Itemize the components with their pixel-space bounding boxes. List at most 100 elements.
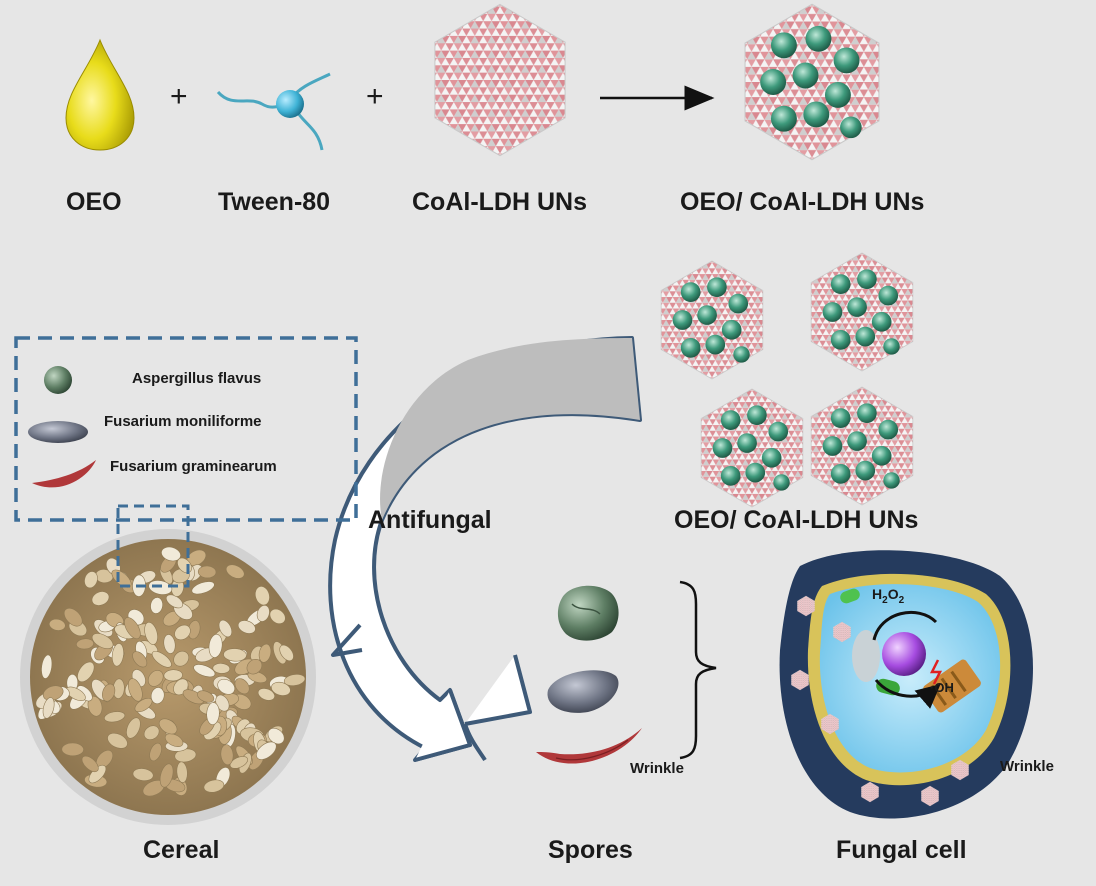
cereal-grain <box>163 634 176 654</box>
cereal-grain <box>149 742 162 762</box>
cereal-grain <box>61 742 84 757</box>
cereal-grain <box>237 620 256 634</box>
cereal-grain <box>41 654 53 679</box>
cereal-grain <box>159 763 174 788</box>
cereal-grain <box>124 617 141 640</box>
wrinkle-spores-label: Wrinkle <box>630 760 684 777</box>
cereal-grain <box>143 725 160 740</box>
cereal-grain <box>77 661 95 683</box>
cereal-grain <box>212 663 231 674</box>
spores-label: Spores <box>548 836 633 864</box>
cereal-grain <box>76 638 94 650</box>
hydroxyl-radical-label: ·OH <box>930 680 954 695</box>
cereal-grain <box>126 717 141 739</box>
cereal-grain <box>164 733 184 747</box>
cereal-grain <box>158 718 178 735</box>
oeo-label: OEO <box>66 188 122 216</box>
wrinkled-graminearum-spore-icon <box>536 728 642 764</box>
cereal-grain <box>132 768 154 782</box>
cereal-grain <box>234 678 250 695</box>
h2o2-label: H2O2 <box>872 586 905 606</box>
cereal-grain <box>173 650 190 667</box>
wrinkle-cell-label: Wrinkle <box>1000 758 1054 775</box>
cereal-grain <box>258 643 272 663</box>
cereal-grain <box>256 741 277 760</box>
cereal-grain <box>63 607 83 627</box>
cereal-grain <box>102 683 116 702</box>
cereal-grain <box>91 633 114 649</box>
cereal-grain <box>217 678 236 695</box>
coal-ldh-label: CoAl-LDH UNs <box>412 188 587 216</box>
cereal-grain <box>165 594 184 609</box>
cereal-grain <box>107 732 128 749</box>
cereal-grain <box>134 697 153 713</box>
cereal-label: Cereal <box>143 836 220 864</box>
cereal-grain <box>182 689 205 705</box>
cereal-grain <box>246 658 263 675</box>
cereal-grain <box>267 727 285 745</box>
cereal-grain <box>225 564 245 579</box>
oeo-ldh-middle-label: OEO/ CoAl-LDH UNs <box>674 506 919 534</box>
cereal-grain <box>176 761 188 783</box>
cereal-grain <box>269 608 286 625</box>
cereal-grain <box>279 644 294 662</box>
oeo-ldh-product-label: OEO/ CoAl-LDH UNs <box>680 188 925 216</box>
cereal-grain <box>229 756 249 769</box>
tween-80-molecule-icon <box>216 72 331 151</box>
cereal-grain <box>147 670 164 687</box>
antifungal-curved-arrow <box>328 336 642 762</box>
cereal-grain <box>223 648 247 662</box>
legend-moniliforme-label: Fusarium moniliforme <box>104 413 262 430</box>
fungal-cell-illustration <box>779 550 1033 819</box>
cereal-grain <box>151 650 172 668</box>
cereal-grain <box>150 687 165 705</box>
cereal-grain <box>220 744 234 766</box>
plus-sign-1: + <box>170 80 188 113</box>
aspergillus-flavus-icon <box>44 366 72 394</box>
cereal-grain <box>203 779 225 793</box>
legend-dashed-box <box>14 336 358 522</box>
cereal-grain <box>193 664 216 678</box>
cereal-grain <box>91 591 110 606</box>
cereal-grain <box>150 597 163 614</box>
fusarium-moniliforme-icon <box>28 421 88 443</box>
fungal-cell-label: Fungal cell <box>836 836 967 864</box>
cereal-grain <box>174 624 191 641</box>
grouping-brace <box>679 580 717 760</box>
cereal-grain <box>256 604 270 622</box>
oeo-ldh-nanosheets-group <box>660 252 914 508</box>
cereal-grain <box>271 681 291 696</box>
cereal-grain <box>191 581 215 595</box>
cereal-grain <box>87 695 103 717</box>
cereal-grain <box>84 571 98 589</box>
wrinkled-moniliforme-spore-icon <box>547 670 619 713</box>
cereal-grain <box>218 619 233 638</box>
cereal-dish-image <box>20 529 316 825</box>
tween-80-label: Tween-80 <box>218 188 331 216</box>
legend-aspergillus-label: Aspergillus flavus <box>132 370 262 387</box>
oil-drop-icon <box>65 38 135 151</box>
cereal-grain <box>254 586 270 606</box>
cereal-grain <box>132 651 148 668</box>
cereal-grain <box>127 678 143 702</box>
cereal-grain <box>206 702 220 725</box>
antifungal-label: Antifungal <box>368 506 492 534</box>
zoom-dashed-box <box>116 504 190 588</box>
legend-graminearum-label: Fusarium graminearum <box>110 458 277 475</box>
wrinkled-aspergillus-spore-icon <box>557 585 619 641</box>
cereal-grain <box>42 685 64 701</box>
oeo-ldh-nanosheet-icon <box>744 3 880 161</box>
plus-sign-2: + <box>366 80 384 113</box>
cereal-grain <box>197 690 215 703</box>
cereal-grain <box>42 697 55 719</box>
cereal-grain <box>104 711 126 723</box>
cereal-grain <box>197 565 217 579</box>
cereal-grain <box>283 674 306 686</box>
cereal-grain <box>111 643 124 667</box>
cereal-grain <box>48 618 66 631</box>
fusarium-graminearum-icon <box>32 460 96 488</box>
cereal-grain <box>163 669 183 682</box>
cereal-grain <box>257 688 275 701</box>
